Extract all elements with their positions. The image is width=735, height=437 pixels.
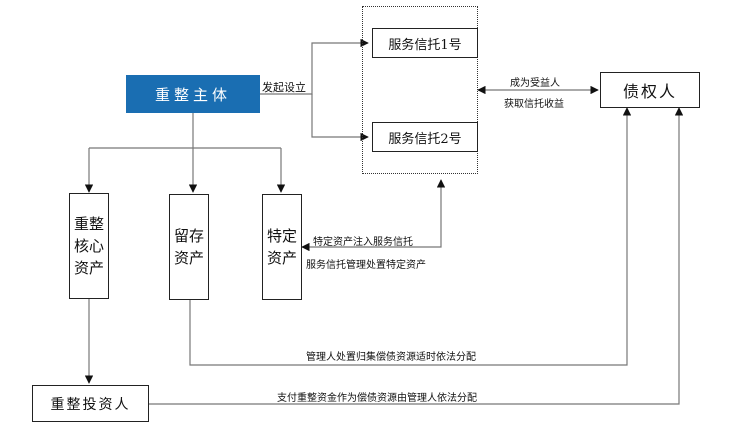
node-retained-assets[interactable]: 留存资产 (169, 194, 209, 300)
label-inject: 特定资产注入服务信托 (313, 237, 413, 248)
node-creditor-label: 债权人 (622, 82, 677, 101)
connector-inject (301, 179, 446, 252)
node-core-assets-label: 重整核心资产 (74, 215, 105, 277)
node-investor[interactable]: 重整投资人 (32, 385, 149, 422)
node-trust-2[interactable]: 服务信托2号 (372, 122, 478, 152)
node-trust-1-label: 服务信托1号 (388, 37, 462, 53)
node-core-assets[interactable]: 重整核心资产 (69, 193, 109, 299)
node-main-entity-label: 重整主体 (154, 85, 231, 104)
label-initiate: 发起设立 (262, 81, 306, 94)
node-trust-2-label: 服务信托2号 (388, 131, 462, 147)
label-trust-income: 获取信托收益 (504, 99, 564, 110)
label-beneficiary: 成为受益人 (510, 78, 560, 89)
connector-retained-creditor (189, 107, 632, 366)
node-main-entity[interactable]: 重整主体 (126, 75, 260, 113)
node-creditor[interactable]: 债权人 (600, 72, 700, 108)
label-investor-payment: 支付重整资金作为偿债资源由管理人依法分配 (277, 393, 477, 404)
label-manage: 服务信托管理处置特定资产 (306, 260, 426, 271)
node-specific-assets[interactable]: 特定资产 (262, 194, 302, 300)
node-specific-assets-label: 特定资产 (267, 227, 298, 267)
node-retained-assets-label: 留存资产 (174, 227, 205, 267)
label-retained-distribution: 管理人处置归集偿债资源适时依法分配 (306, 352, 476, 363)
node-investor-label: 重整投资人 (50, 396, 131, 413)
connector-investor-creditor (149, 107, 684, 405)
connector-initiate-2 (311, 94, 369, 142)
trust-group-frame (362, 6, 478, 174)
node-trust-1[interactable]: 服务信托1号 (372, 28, 478, 58)
connector-initiate (260, 38, 369, 95)
